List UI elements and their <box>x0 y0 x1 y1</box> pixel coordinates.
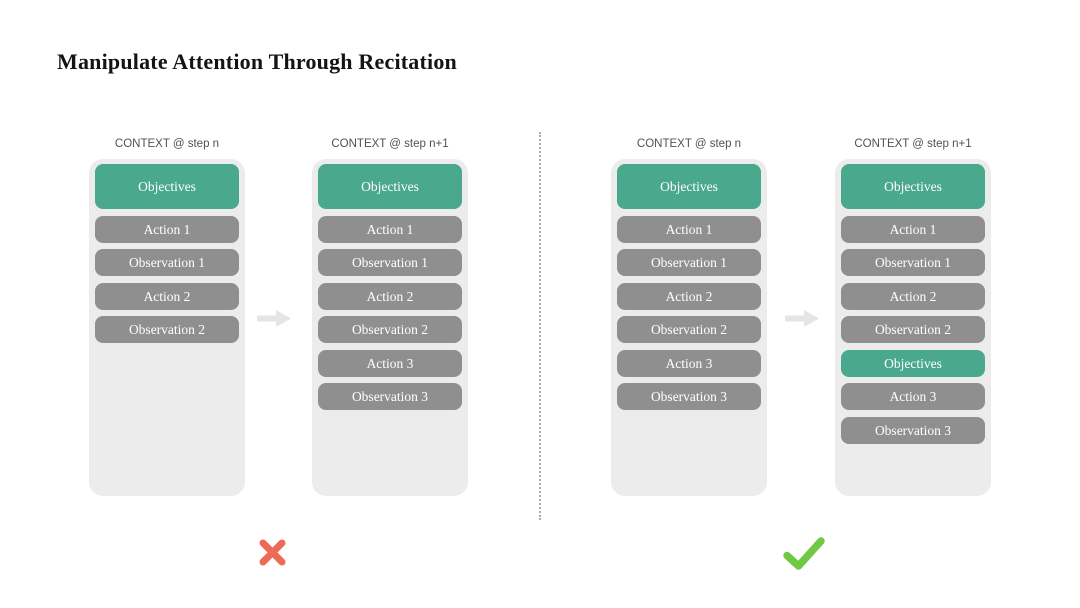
pill-objectives: Objectives <box>841 164 985 209</box>
pill-observation-3: Observation 3 <box>318 383 462 410</box>
pill-action-2: Action 2 <box>318 282 462 310</box>
context-panel-bad-step-n: CONTEXT @ step n Objectives Action 1 Obs… <box>89 137 245 496</box>
context-panel-good-step-n: CONTEXT @ step n Objectives Action 1 Obs… <box>611 137 767 496</box>
pill-observation-2: Observation 2 <box>617 316 761 343</box>
pill-action-1: Action 1 <box>318 215 462 243</box>
pill-objectives-recited: Objectives <box>841 349 985 377</box>
pill-action-2: Action 2 <box>95 282 239 310</box>
pill-observation-2: Observation 2 <box>95 316 239 343</box>
pill-action-3: Action 3 <box>841 383 985 410</box>
context-stack: Objectives Action 1 Observation 1 Action… <box>611 159 767 496</box>
pill-observation-1: Observation 1 <box>318 249 462 276</box>
arrow-right-icon <box>785 310 819 327</box>
context-stack: Objectives Action 1 Observation 1 Action… <box>89 159 245 496</box>
page-title: Manipulate Attention Through Recitation <box>57 49 457 74</box>
pill-observation-1: Observation 1 <box>841 249 985 276</box>
pill-observation-2: Observation 2 <box>841 316 985 343</box>
check-icon <box>783 537 825 570</box>
context-panel-bad-step-n1: CONTEXT @ step n+1 Objectives Action 1 O… <box>312 137 468 496</box>
dotted-divider <box>539 132 541 520</box>
pill-objectives: Objectives <box>95 164 239 209</box>
context-panel-good-step-n1: CONTEXT @ step n+1 Objectives Action 1 O… <box>835 137 991 496</box>
cross-icon <box>259 539 286 566</box>
pill-action-1: Action 1 <box>617 215 761 243</box>
panel-header: CONTEXT @ step n <box>114 138 220 150</box>
pill-objectives: Objectives <box>318 164 462 209</box>
pill-observation-1: Observation 1 <box>617 249 761 276</box>
pill-observation-1: Observation 1 <box>95 249 239 276</box>
pill-action-1: Action 1 <box>841 215 985 243</box>
pill-action-3: Action 3 <box>318 349 462 377</box>
pill-action-3: Action 3 <box>617 349 761 377</box>
pill-action-2: Action 2 <box>841 282 985 310</box>
panel-header: CONTEXT @ step n <box>636 138 742 150</box>
pill-observation-3: Observation 3 <box>617 383 761 410</box>
panel-header: CONTEXT @ step n+1 <box>331 138 449 150</box>
pill-action-2: Action 2 <box>617 282 761 310</box>
pill-observation-3: Observation 3 <box>841 416 985 444</box>
context-stack: Objectives Action 1 Observation 1 Action… <box>312 159 468 496</box>
arrow-right-icon <box>257 310 291 327</box>
pill-action-1: Action 1 <box>95 215 239 243</box>
pill-objectives: Objectives <box>617 164 761 209</box>
pill-observation-2: Observation 2 <box>318 316 462 343</box>
panel-header: CONTEXT @ step n+1 <box>854 138 972 150</box>
context-stack: Objectives Action 1 Observation 1 Action… <box>835 159 991 496</box>
